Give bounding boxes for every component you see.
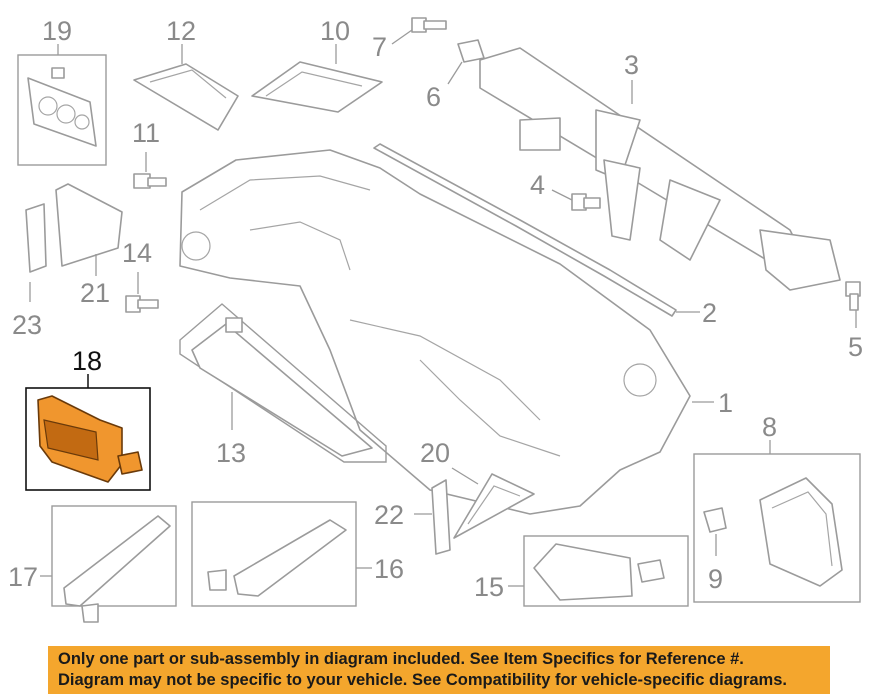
part-5-bolt	[845, 281, 861, 328]
part-20-triangle-trim	[451, 467, 535, 539]
callout-9: 9	[708, 564, 723, 594]
callout-23: 23	[12, 310, 42, 340]
part-1-dashboard	[179, 149, 714, 515]
part-16-trim	[191, 501, 372, 607]
part-6-clip	[447, 39, 485, 85]
disclaimer-line-1: Only one part or sub-assembly in diagram…	[58, 650, 744, 668]
part-22-bracket	[414, 479, 451, 555]
part-23-side-trim	[25, 203, 47, 302]
callout-15: 15	[474, 572, 504, 602]
part-10-panel	[251, 44, 383, 113]
part-14-bolt	[125, 272, 159, 313]
callout-22: 22	[374, 500, 404, 530]
dashboard-parts-diagram: 1 2 3 4 5 6 7 8 9 10 11 12 13 14 15 16 1…	[8, 16, 863, 623]
part-2-strip	[373, 143, 700, 317]
callout-13: 13	[216, 438, 246, 468]
part-18-highlighted-cover	[25, 374, 151, 491]
part-12-panel	[133, 44, 239, 131]
callout-16: 16	[374, 554, 404, 584]
callout-14: 14	[122, 238, 152, 268]
callout-6: 6	[426, 82, 441, 112]
callout-10: 10	[320, 16, 350, 46]
callout-2: 2	[702, 298, 717, 328]
part-13-lower-panel	[179, 303, 387, 463]
part-4-bolt	[551, 189, 601, 211]
callout-7: 7	[372, 32, 387, 62]
part-7-bolt	[391, 17, 447, 45]
part-15-trim	[508, 535, 689, 607]
part-9-clip	[703, 507, 727, 556]
part-17-trim	[40, 505, 177, 623]
callout-12: 12	[166, 16, 196, 46]
callout-1: 1	[718, 388, 733, 418]
callout-18: 18	[72, 346, 102, 376]
part-8-side-cover	[693, 440, 861, 603]
part-19-cluster-bezel	[17, 44, 107, 166]
callout-4: 4	[530, 170, 545, 200]
disclaimer-line-2: Diagram may not be specific to your vehi…	[58, 671, 787, 689]
callout-21: 21	[80, 278, 110, 308]
callout-19: 19	[42, 16, 72, 46]
callout-8: 8	[762, 412, 777, 442]
part-3-crosscar-beam	[479, 47, 841, 291]
part-21-side-trim	[55, 183, 123, 276]
callout-3: 3	[624, 50, 639, 80]
callout-20: 20	[420, 438, 450, 468]
callout-11: 11	[132, 118, 160, 148]
callout-17: 17	[8, 562, 38, 592]
callout-5: 5	[848, 332, 863, 362]
part-11-bolt	[133, 152, 167, 189]
disclaimer-banner: Only one part or sub-assembly in diagram…	[48, 646, 830, 694]
